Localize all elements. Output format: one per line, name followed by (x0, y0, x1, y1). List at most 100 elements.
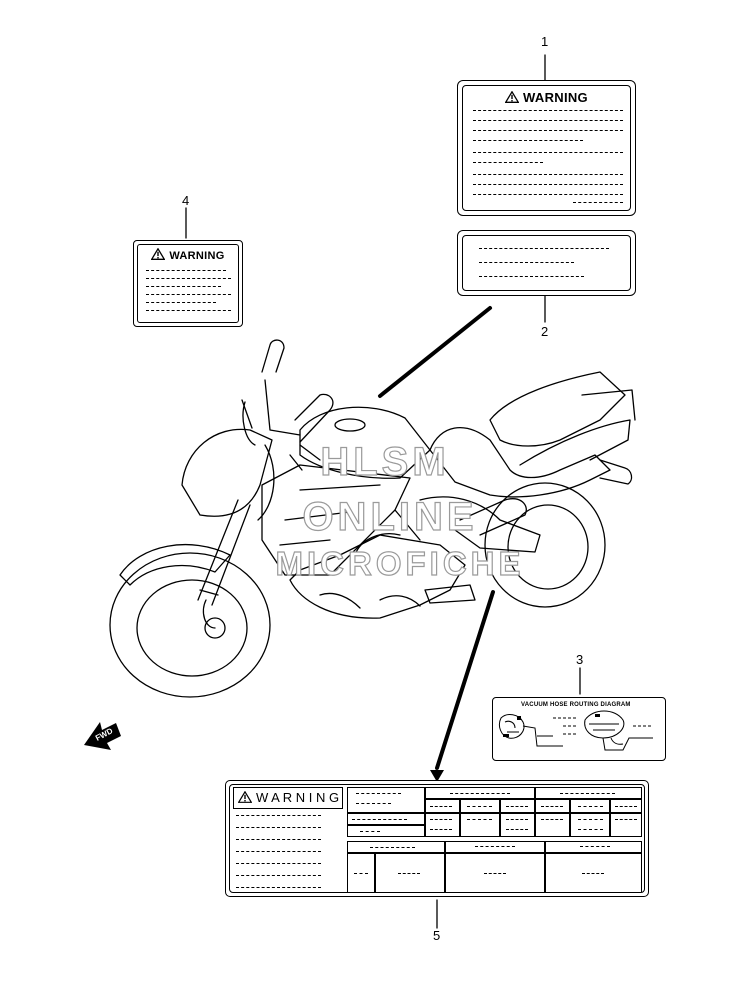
text-line (146, 270, 226, 271)
table-cell (570, 799, 610, 813)
info-label-2-border (462, 235, 631, 291)
text-line (236, 839, 321, 840)
cell-text (615, 806, 637, 807)
cell-text (356, 803, 391, 804)
text-line (236, 875, 321, 876)
warning-label-1-border: WARNING (462, 85, 631, 211)
cell-text (578, 829, 603, 830)
table-cell (535, 813, 570, 837)
cell-text (370, 847, 415, 848)
warning-label-4-header: WARNING (138, 248, 238, 262)
text-line (473, 130, 623, 131)
text-line (146, 286, 221, 287)
text-line (146, 310, 231, 311)
callout-5: 5 (433, 928, 441, 943)
warning-label-1-title: WARNING (523, 90, 588, 105)
callout-4: 4 (182, 193, 190, 208)
table-cell (610, 799, 642, 813)
table-cell (347, 841, 445, 853)
cell-text (615, 819, 637, 820)
cell-text (398, 873, 420, 874)
cell-text (356, 793, 401, 794)
table-cell (535, 787, 642, 799)
table-cell (425, 813, 460, 837)
cell-text (430, 829, 452, 830)
text-line (473, 110, 623, 111)
table-cell (347, 853, 375, 892)
text-line (473, 120, 623, 121)
warning-label-5-title: W A R N I N G (256, 790, 340, 805)
text-line (573, 202, 623, 203)
cell-text (354, 873, 368, 874)
table-cell (570, 813, 610, 837)
warning-label-1: WARNING (457, 80, 636, 216)
info-label-2 (457, 230, 636, 296)
text-line (479, 248, 609, 249)
text-line (236, 815, 321, 816)
table-cell (425, 799, 460, 813)
table-cell (460, 813, 500, 837)
cell-text (541, 806, 563, 807)
vacuum-hose-diagram-title: VACUUM HOSE ROUTING DIAGRAM (521, 702, 631, 708)
cell-text (467, 819, 492, 820)
table-cell (460, 799, 500, 813)
table-cell (500, 813, 535, 837)
text-line (473, 174, 623, 175)
table-cell (425, 787, 535, 799)
text-line (473, 184, 623, 185)
cell-text (560, 793, 615, 794)
vacuum-hose-diagram-label: VACUUM HOSE ROUTING DIAGRAM (492, 697, 666, 761)
text-line (473, 152, 623, 153)
cell-text (430, 819, 452, 820)
cell-text (450, 793, 510, 794)
table-cell (545, 841, 642, 853)
text-line (146, 278, 231, 279)
warning-label-4-border: WARNING (137, 244, 239, 323)
cell-text (506, 819, 528, 820)
table-cell (445, 841, 545, 853)
cell-text (467, 806, 492, 807)
warning-header-box: W A R N I N G (233, 787, 343, 809)
text-line (236, 851, 321, 852)
cell-text (475, 846, 515, 847)
table-cell (347, 825, 425, 837)
text-line (146, 294, 231, 295)
warning-label-4: WARNING (133, 240, 243, 327)
table-cell (375, 853, 445, 892)
cell-text (506, 829, 528, 830)
callout-2: 2 (541, 324, 549, 339)
text-line (473, 162, 543, 163)
table-cell (500, 799, 535, 813)
warning-label-1-header: WARNING (463, 90, 630, 105)
callout-3: 3 (576, 652, 584, 667)
text-line (236, 827, 321, 828)
cell-text (430, 806, 452, 807)
cell-text (484, 873, 506, 874)
cell-text (578, 819, 603, 820)
watermark-line-3: MICROFICHE (275, 544, 525, 582)
warning-label-4-title: WARNING (169, 250, 225, 262)
table-cell (347, 787, 425, 813)
table-cell (347, 813, 425, 825)
text-line (146, 302, 216, 303)
callout-1: 1 (541, 34, 549, 49)
watermark-line-1: HLSM (320, 439, 450, 484)
cell-text (541, 819, 563, 820)
table-cell (545, 853, 642, 892)
cell-text (582, 873, 604, 874)
warning-label-5-header: W A R N I N G (238, 790, 339, 805)
cell-text (506, 806, 528, 807)
text-line (236, 863, 321, 864)
watermark-line-2: ONLINE (302, 494, 478, 539)
warning-triangle-icon (151, 248, 166, 260)
warning-triangle-icon (238, 791, 252, 803)
text-line (479, 276, 584, 277)
hose-routing-sketch (498, 710, 653, 751)
cell-text (352, 819, 407, 820)
cell-text (580, 846, 610, 847)
warning-label-5: W A R N I N G (225, 780, 649, 897)
warning-triangle-icon (505, 91, 520, 103)
text-line (473, 140, 583, 141)
table-cell (535, 799, 570, 813)
